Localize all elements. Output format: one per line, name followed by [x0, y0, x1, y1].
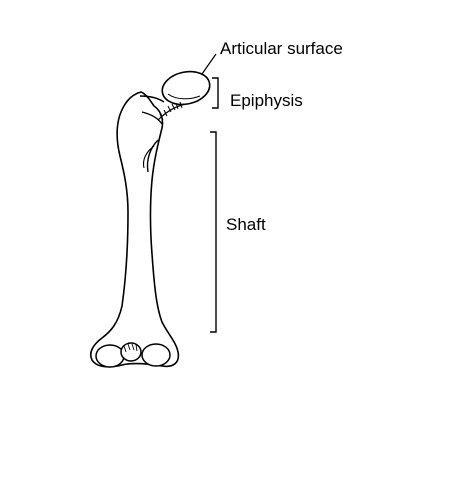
articular-surface-leader — [201, 53, 217, 75]
head-shading — [167, 93, 201, 100]
condyle-hatch — [123, 343, 138, 353]
shaft-bracket — [210, 131, 217, 333]
epiphysis-bracket — [212, 77, 219, 109]
bone-outline — [89, 91, 180, 368]
label-shaft: Shaft — [226, 215, 266, 234]
epiphyseal-line — [157, 103, 187, 121]
label-articular-surface: Articular surface — [220, 39, 343, 58]
bone-neck — [139, 95, 165, 125]
label-epiphysis: Epiphysis — [230, 91, 303, 110]
shaft-inner-line — [146, 139, 159, 173]
bone-head — [161, 70, 211, 106]
shaft-inner-line-2 — [142, 145, 155, 169]
